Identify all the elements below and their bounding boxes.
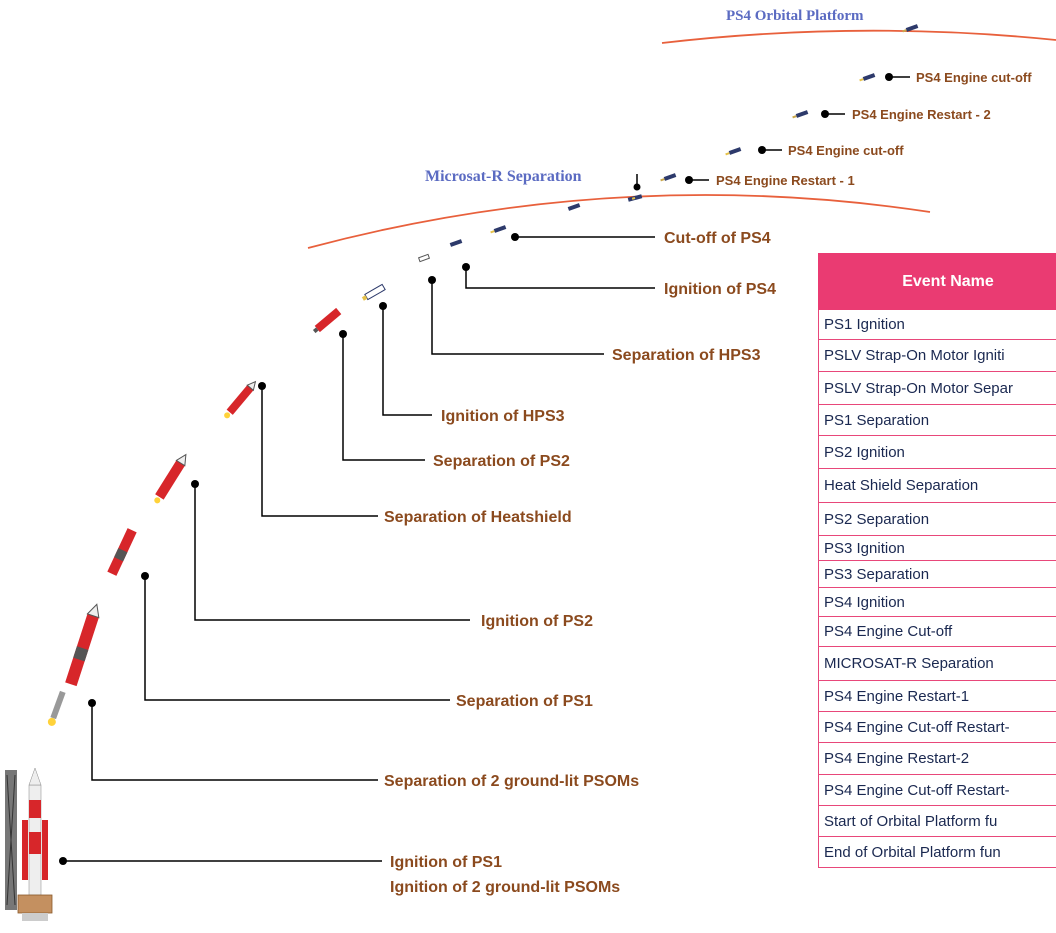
event-label-ps4-engine-restart-2: PS4 Engine Restart - 2 xyxy=(852,107,991,122)
table-cell-event-name: PSLV Strap-On Motor Igniti xyxy=(818,339,1056,372)
table-cell-event-name: PS4 Engine Restart-2 xyxy=(818,742,1056,775)
ps4-restart-2-leader xyxy=(821,110,845,118)
rocket-stage-icon xyxy=(154,453,187,504)
table-row: PS4 Engine Cut-off Restart- xyxy=(818,774,1056,806)
table-row: PS4 Engine Restart-1 xyxy=(818,680,1056,712)
event-label-ps4-engine-restart-1: PS4 Engine Restart - 1 xyxy=(716,173,855,188)
ignition-ps1-leader xyxy=(59,857,382,865)
event-label-ignition-hps3: Ignition of HPS3 xyxy=(441,408,565,425)
event-label-ignition-ps1: Ignition of PS1 xyxy=(390,854,502,871)
separation-heatshield-leader xyxy=(258,382,378,517)
ps4-cutoff-2-leader xyxy=(885,73,910,81)
orbital-platform-orbit-line xyxy=(661,29,1056,44)
table-row: PS4 Engine Cut-off Restart- xyxy=(818,711,1056,743)
ignition-hps3-leader xyxy=(379,302,432,416)
table-row: PS2 Ignition xyxy=(818,435,1056,469)
event-label-ignition-ps2: Ignition of PS2 xyxy=(481,613,593,630)
table-row: PSLV Strap-On Motor Separ xyxy=(818,371,1056,405)
separation-psoms-leader xyxy=(88,699,378,781)
satellite-icon xyxy=(660,173,677,182)
satellite-icon xyxy=(725,147,742,156)
event-label-separation-ps1: Separation of PS1 xyxy=(456,693,593,710)
parking-orbit-line xyxy=(307,194,931,249)
table-row: PS3 Ignition xyxy=(818,535,1056,561)
table-row: PSLV Strap-On Motor Igniti xyxy=(818,339,1056,372)
separation-hps3-leader xyxy=(428,276,604,355)
table-row: PS4 Engine Restart-2 xyxy=(818,742,1056,775)
event-label-cutoff-ps4: Cut-off of PS4 xyxy=(664,230,771,247)
table-cell-event-name: PS4 Engine Restart-1 xyxy=(818,680,1056,712)
table-cell-event-name: PS3 Separation xyxy=(818,560,1056,588)
microsat-separation-marker xyxy=(633,174,641,191)
satellite-icon xyxy=(567,203,581,211)
separation-ps2-leader xyxy=(339,330,425,461)
satellite-icon xyxy=(902,24,919,33)
table-cell-event-name: PS4 Engine Cut-off xyxy=(818,616,1056,647)
satellite-icon xyxy=(627,194,643,202)
table-row: Start of Orbital Platform fu xyxy=(818,805,1056,837)
microsat-separation-label: Microsat-R Separation xyxy=(425,168,582,185)
table-cell-event-name: Heat Shield Separation xyxy=(818,468,1056,503)
table-row: Heat Shield Separation xyxy=(818,468,1056,503)
table-row: End of Orbital Platform fun xyxy=(818,836,1056,868)
table-cell-event-name: PS2 Ignition xyxy=(818,435,1056,469)
strap-on-boosters-icon xyxy=(47,690,66,726)
table-cell-event-name: PS1 Separation xyxy=(818,404,1056,436)
separation-ps1-leader xyxy=(141,572,450,701)
table-header-event-name: Event Name xyxy=(818,253,1056,310)
rocket-stage-icon xyxy=(107,528,137,576)
table-row: PS4 Engine Cut-off xyxy=(818,616,1056,647)
table-cell-event-name: Start of Orbital Platform fu xyxy=(818,805,1056,837)
table-cell-event-name: PS3 Ignition xyxy=(818,535,1056,561)
satellite-icon xyxy=(417,253,431,263)
rocket-stage-icon xyxy=(224,380,257,419)
event-label-separation-ps2: Separation of PS2 xyxy=(433,453,570,470)
ignition-ps4-leader xyxy=(462,263,655,289)
ignition-ps2-leader xyxy=(191,480,470,621)
cutoff-ps4-leader xyxy=(511,233,655,241)
table-row: PS2 Separation xyxy=(818,502,1056,536)
table-cell-event-name: MICROSAT-R Separation xyxy=(818,646,1056,681)
table-cell-event-name: PS2 Separation xyxy=(818,502,1056,536)
event-label-ps4-engine-cutoff-1: PS4 Engine cut-off xyxy=(788,143,904,158)
event-label-separation-heatshield: Separation of Heatshield xyxy=(384,509,572,526)
rocket-stage-icon xyxy=(65,603,100,687)
event-label-ps4-engine-cutoff-2: PS4 Engine cut-off xyxy=(916,70,1032,85)
table-cell-event-name: End of Orbital Platform fun xyxy=(818,836,1056,868)
table-row: PS1 Ignition xyxy=(818,309,1056,340)
table-row: PS4 Ignition xyxy=(818,587,1056,617)
rocket-on-launchpad-icon xyxy=(5,767,53,921)
event-label-separation-psoms: Separation of 2 ground-lit PSOMs xyxy=(384,773,639,790)
rocket-stage-icon xyxy=(312,307,342,334)
table-cell-event-name: PS4 Engine Cut-off Restart- xyxy=(818,774,1056,806)
satellite-icon xyxy=(859,73,876,82)
satellite-icon xyxy=(449,239,463,247)
table-cell-event-name: PS4 Ignition xyxy=(818,587,1056,617)
table-cell-event-name: PS4 Engine Cut-off Restart- xyxy=(818,711,1056,743)
satellite-icon xyxy=(792,110,809,119)
ps4-restart-1-leader xyxy=(685,176,709,184)
table-cell-event-name: PSLV Strap-On Motor Separ xyxy=(818,371,1056,405)
event-label-ignition-ps4: Ignition of PS4 xyxy=(664,281,776,298)
table-cell-event-name: PS1 Ignition xyxy=(818,309,1056,340)
satellite-icon xyxy=(490,225,507,234)
ps4-cutoff-1-leader xyxy=(758,146,782,154)
table-row: MICROSAT-R Separation xyxy=(818,646,1056,681)
table-row: PS3 Separation xyxy=(818,560,1056,588)
event-label-ignition-psoms: Ignition of 2 ground-lit PSOMs xyxy=(390,879,620,896)
table-header-row: Event Name xyxy=(818,253,1056,310)
satellite-icon xyxy=(361,283,386,301)
table-row: PS1 Separation xyxy=(818,404,1056,436)
event-label-separation-hps3: Separation of HPS3 xyxy=(612,347,761,364)
orbital-platform-label: PS4 Orbital Platform xyxy=(726,8,864,24)
